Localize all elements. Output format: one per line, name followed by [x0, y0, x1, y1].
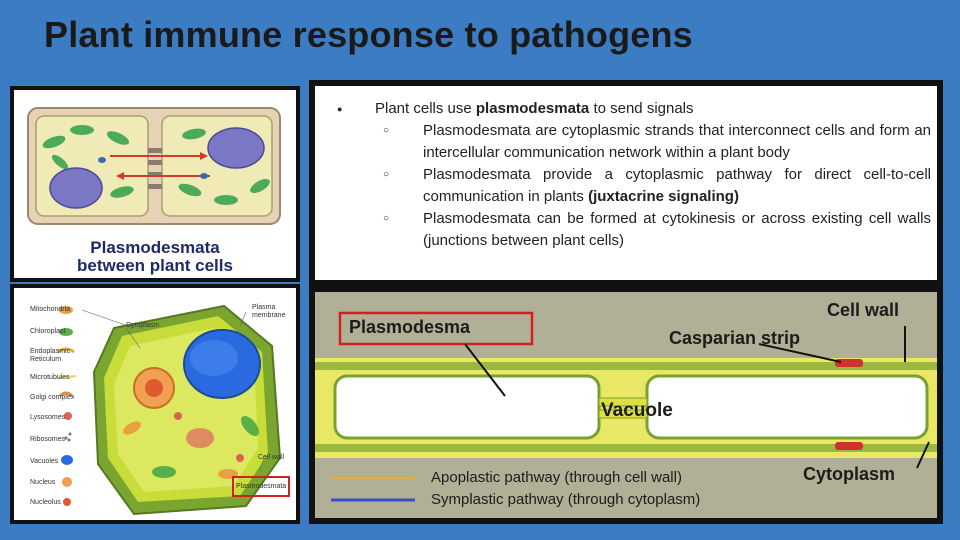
label-er-line1: Endoplasmic	[30, 348, 71, 355]
plant-cell-illustration	[57, 304, 282, 516]
slide-title: Plant immune response to pathogens	[44, 14, 693, 55]
label-apoplastic-pathway: Apoplastic pathway (through cell wall)	[431, 469, 682, 486]
label-nucleus: Nucleus	[30, 479, 56, 486]
bullet-list: Plant cells use plasmodesmata to send si…	[337, 98, 931, 252]
label-lysosomes: Lysosomes	[30, 414, 66, 421]
bullet-sub-3: Plasmodesmata can be formed at cytokines…	[337, 208, 931, 252]
bullet-main: Plant cells use plasmodesmata to send si…	[337, 98, 931, 120]
pathway-diagram: Cell wall Plasmodesma Casparian strip Va…	[309, 286, 943, 524]
plant-cell-diagram: Mitochondria Chloroplast Endoplasmic Ret…	[10, 284, 300, 524]
plasmodesmata-cells-figure: Plasmodesmata between plant cells	[10, 86, 300, 282]
label-plasmodesma: Plasmodesma	[349, 317, 471, 337]
label-er-line2: Reticulum	[30, 356, 62, 363]
label-cell-wall-diagram: Cell wall	[827, 300, 900, 320]
label-vacuole: Vacuole	[601, 400, 673, 421]
label-vacuoles: Vacuoles	[30, 458, 59, 465]
pathway-illustration	[315, 292, 937, 518]
label-cytoplasm: Cytoplasm	[126, 322, 160, 329]
label-cytoplasm-diagram: Cytoplasm	[803, 464, 896, 484]
text-panel: Plant cells use plasmodesmata to send si…	[309, 80, 943, 286]
label-casparian-strip: Casparian strip	[669, 328, 801, 348]
bullet-sub-1: Plasmodesmata are cytoplasmic strands th…	[337, 120, 931, 164]
label-golgi: Golgi complex	[30, 394, 75, 401]
label-chloroplast: Chloroplast	[30, 328, 66, 335]
label-microtubules: Microtubules	[30, 374, 70, 381]
two-cells-illustration	[27, 107, 281, 225]
label-nucleolus: Nucleolus	[30, 499, 61, 506]
bullet-sub-2: Plasmodesmata provide a cytoplasmic path…	[337, 164, 931, 208]
figure1-caption-line2: between plant cells	[77, 256, 233, 275]
figure1-caption-line1: Plasmodesmata	[90, 238, 220, 257]
label-plasma-line2: membrane	[252, 312, 286, 319]
label-ribosomes: Ribosomes	[30, 436, 66, 443]
label-plasmodesmata: Plasmodesmata	[236, 483, 287, 490]
label-cell-wall: Cell wall	[258, 454, 285, 461]
plasmodesmata-highlight-box	[232, 476, 290, 497]
label-symplastic-pathway: Symplastic pathway (through cytoplasm)	[431, 491, 701, 508]
label-plasma-line1: Plasma	[252, 304, 276, 311]
label-mitochondria: Mitochondria	[30, 306, 71, 313]
